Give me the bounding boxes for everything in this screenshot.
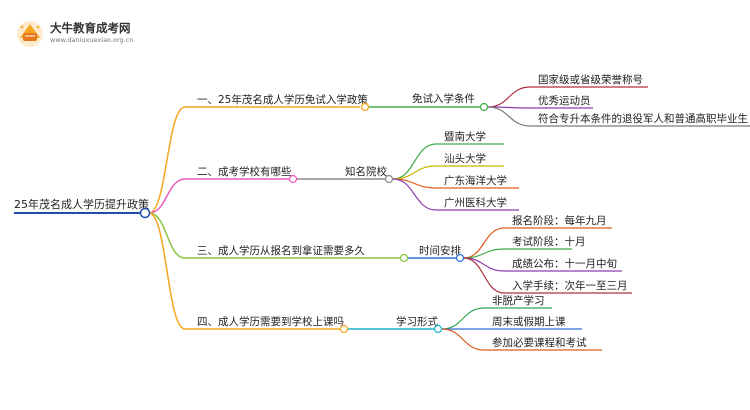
root-label: 25年茂名成人学历提升政策 <box>14 197 149 211</box>
edge-leaf-4-1 <box>441 307 485 330</box>
child-connector-4[interactable] <box>433 324 443 334</box>
leaf-label-1-2: 优秀运动员 <box>538 94 591 107</box>
leaf-label-3-1: 报名阶段：每年九月 <box>512 214 607 227</box>
mindmap-nodes: 一、25年茂名成人学历免试入学政策 免试入学条件 国家级或省级荣誉称号优秀运动员符合… <box>197 73 748 349</box>
site-logo[interactable]: 大牛教育成考网 www.daniuxuexiao.org.cn <box>17 21 133 47</box>
branch-label-4: 四、成人学历需要到学校上课吗 <box>197 315 344 328</box>
edge-leaf-2-1 <box>392 143 437 180</box>
child-connector-1[interactable] <box>479 102 489 112</box>
leaf-label-3-2: 考试阶段：十月 <box>512 235 586 248</box>
leaf-label-1-1: 国家级或省级荣誉称号 <box>538 73 643 86</box>
leaf-label-2-4: 广州医科大学 <box>444 196 507 209</box>
child-connector-2[interactable] <box>384 174 394 184</box>
leaf-label-3-4: 入学手续：次年一至三月 <box>512 279 628 292</box>
leaf-label-1-3: 符合专升本条件的退役军人和普通高职毕业生 <box>538 112 748 125</box>
edge-leaf-1-1 <box>487 86 531 108</box>
leaf-label-4-1: 非脱产学习 <box>492 294 545 307</box>
branch-connector-3[interactable] <box>399 253 409 263</box>
edge-leaf-3-3 <box>463 257 505 272</box>
branch-label-3: 三、成人学历从报名到拿证需要多久 <box>197 244 365 257</box>
branch-label-2: 二、成考学校有哪些 <box>197 165 292 178</box>
edge-leaf-2-4 <box>392 178 437 211</box>
root-node[interactable]: 25年茂名成人学历提升政策 <box>14 197 149 214</box>
child-label-1: 免试入学条件 <box>412 92 475 105</box>
branch-connector-1[interactable] <box>360 102 370 112</box>
child-label-3: 时间安排 <box>419 244 461 257</box>
book-icon <box>17 21 43 47</box>
logo-url: www.daniuxuexiao.org.cn <box>50 36 133 44</box>
logo-name: 大牛教育成考网 <box>50 21 131 35</box>
child-label-4: 学习形式 <box>396 315 438 328</box>
child-label-2: 知名院校 <box>345 165 387 178</box>
edge-root-branch-3 <box>148 212 186 259</box>
edge-root-branch-4 <box>148 212 186 330</box>
edge-leaf-1-3 <box>487 106 531 127</box>
leaf-label-3-3: 成绩公布：十一月中旬 <box>512 257 617 270</box>
edge-leaf-4-3 <box>441 328 485 351</box>
edge-root-branch-1 <box>148 106 186 214</box>
leaf-label-2-3: 广东海洋大学 <box>444 174 507 187</box>
leaf-label-4-3: 参加必要课程和考试 <box>492 336 587 349</box>
leaf-label-4-2: 周末或假期上课 <box>492 315 566 328</box>
branch-label-1: 一、25年茂名成人学历免试入学政策 <box>197 93 368 106</box>
leaf-label-2-1: 暨南大学 <box>444 130 486 143</box>
branch-connector-4[interactable] <box>339 324 349 334</box>
edge-leaf-3-4 <box>463 257 505 294</box>
child-connector-3[interactable] <box>455 253 465 263</box>
branch-connector-2[interactable] <box>288 174 298 184</box>
leaf-label-2-2: 汕头大学 <box>444 152 486 165</box>
root-connector[interactable] <box>139 207 151 219</box>
edge-leaf-2-2 <box>392 165 437 180</box>
mindmap-edges <box>148 86 750 351</box>
edge-root-branch-2 <box>148 178 186 214</box>
